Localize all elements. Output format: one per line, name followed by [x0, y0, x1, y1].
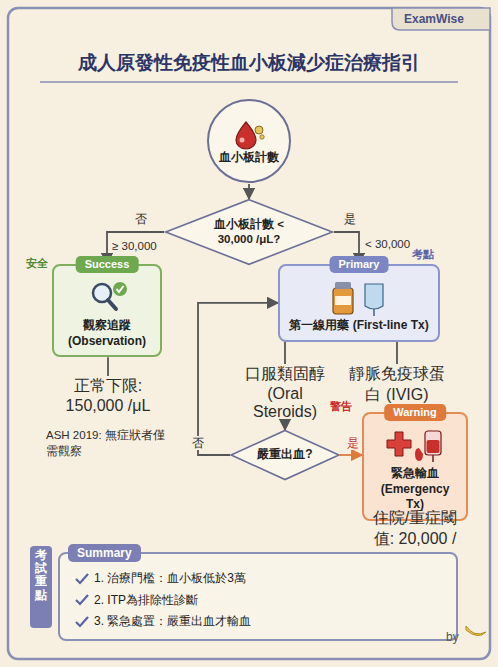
note-label: ≥ 30,000: [112, 240, 157, 254]
summary-text: 1. 治療門檻：血小板低於3萬: [94, 571, 246, 587]
note-label: 考點: [412, 248, 434, 261]
note-text: 正常下限: 150,000 /μL: [62, 376, 154, 415]
note-label: 安全: [26, 257, 48, 270]
summary-item: 1. 治療門檻：血小板低於3萬: [74, 571, 246, 587]
box-tab: Warning: [384, 404, 446, 421]
edge-label: 是: [345, 436, 361, 450]
box-tab: Primary: [330, 256, 389, 273]
frame: [8, 8, 490, 659]
note-label: ASH 2019: 無症狀者僅需觀察: [46, 428, 176, 459]
connector: [284, 421, 286, 430]
edge-label: 否: [133, 212, 149, 226]
summary-panel: Summary1. 治療門檻：血小板低於3萬2. ITP為排除性診斷3. 緊急處…: [58, 552, 458, 641]
note-text: 口服類固醇 (Oral Steroids): [240, 364, 330, 421]
box-icon: [329, 280, 389, 316]
blood-drop-icon: [232, 120, 266, 150]
note-label: 警告: [330, 400, 352, 413]
start-circle: 血小板計數: [206, 98, 292, 184]
brand-tab: [392, 8, 490, 30]
box-text: 第一線用藥 (First-line Tx): [289, 318, 428, 334]
check-mark: [74, 572, 90, 586]
panel-tab: Summary: [68, 544, 141, 562]
connector: [107, 357, 109, 376]
process-box: Success觀察追蹤 (Observation): [52, 264, 162, 357]
note-label: < 30,000: [365, 238, 410, 252]
diamond-outline: [164, 199, 334, 265]
check-mark: [74, 615, 90, 629]
note-text: 靜脈免疫球蛋白 (IVIG): [345, 364, 449, 406]
banana-icon: [466, 626, 486, 636]
title: 成人原發性免疫性血小板減少症治療指引: [0, 50, 498, 76]
process-box: Warning緊急輸血 (Emergency Tx): [362, 412, 468, 521]
summary-item: 2. ITP為排除性診斷: [74, 593, 198, 609]
summary-text: 2. ITP為排除性診斷: [94, 593, 198, 609]
connector: [248, 184, 250, 199]
note-box: 口服類固醇 (Oral Steroids): [240, 364, 330, 421]
check-mark: [74, 593, 90, 607]
summary-strip: [30, 546, 52, 628]
summary-item: 3. 緊急處置：嚴重出血才輸血: [74, 614, 251, 630]
box-icon: [84, 280, 130, 316]
note-label: 考試重點: [35, 549, 47, 602]
edge-label: 是: [342, 212, 358, 226]
decision-diamond: 血小板計數 < 30,000 /μL?: [164, 199, 334, 265]
edge-label: 否: [190, 436, 206, 450]
note-box: 正常下限: 150,000 /μL: [62, 376, 154, 415]
box-tab: Success: [76, 256, 139, 273]
decision-text: 嚴重出血?: [245, 447, 325, 463]
connector: [284, 342, 286, 364]
connector: [396, 342, 398, 364]
box-text: 緊急輸血 (Emergency Tx): [370, 466, 460, 513]
process-box: Primary第一線用藥 (First-line Tx): [278, 264, 440, 342]
note-label: by: [446, 630, 459, 644]
connector: [340, 454, 362, 456]
decision-diamond: 嚴重出血?: [230, 430, 340, 480]
note-box: 靜脈免疫球蛋白 (IVIG): [345, 364, 449, 406]
box-icon: [385, 428, 445, 464]
title-rule: [40, 81, 458, 83]
node-text: 血小板計數: [219, 150, 279, 166]
note-label: ExamWise: [404, 12, 464, 26]
decision-text: 血小板計數 < 30,000 /μL?: [197, 217, 301, 247]
summary-text: 3. 緊急處置：嚴重出血才輸血: [94, 614, 251, 630]
box-text: 觀察追蹤 (Observation): [60, 318, 154, 349]
